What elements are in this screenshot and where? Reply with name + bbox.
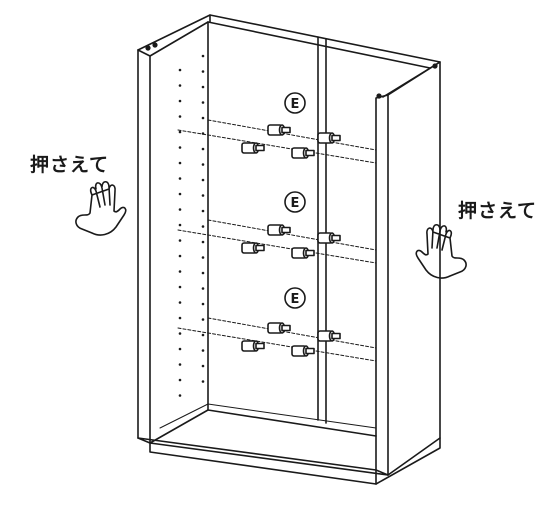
pin-hole (201, 225, 205, 228)
pin-hole (201, 194, 205, 197)
pin-hole (178, 115, 182, 118)
pin-hole (178, 285, 182, 289)
pin-hole (178, 363, 182, 366)
pin-hole (201, 209, 205, 213)
pin-hole (178, 254, 182, 258)
pin-hole (178, 177, 182, 180)
part-marker-3: E (284, 287, 306, 309)
pin-hole (178, 146, 182, 149)
pin-hole (201, 116, 205, 120)
pin-hole (201, 256, 205, 259)
pin-hole (178, 161, 182, 165)
cabinet-body (137, 14, 441, 485)
pin-hole (201, 333, 205, 337)
pin-hole (201, 240, 205, 244)
pin-hole (178, 394, 182, 397)
pin-hole (178, 99, 182, 103)
pin-hole (201, 302, 205, 306)
pin-hole (201, 101, 205, 104)
pin-hole (178, 347, 182, 351)
pin-hole (201, 349, 205, 352)
pin-hole (201, 147, 205, 151)
pin-hole (178, 270, 182, 273)
left-hand-icon (75, 180, 127, 236)
pin-hole (201, 271, 205, 275)
hardware-group-1 (177, 119, 377, 164)
pin-hole (201, 85, 205, 89)
press-instruction-left: 押さえて (30, 154, 110, 176)
pin-hole (201, 364, 205, 368)
svg-text:E: E (291, 97, 300, 112)
pin-hole (178, 378, 182, 382)
pin-hole (201, 287, 205, 290)
pin-hole (178, 130, 182, 134)
part-marker-2: E (284, 191, 306, 213)
pin-hole (178, 68, 182, 72)
pin-hole (201, 54, 205, 58)
part-marker-1: E (284, 92, 306, 114)
pin-hole (178, 332, 182, 335)
hardware-group-2 (177, 219, 377, 264)
pin-hole (178, 239, 182, 242)
pin-hole (201, 380, 205, 383)
press-instruction-right: 押さえて (458, 200, 538, 222)
svg-text:E: E (291, 196, 300, 211)
pin-hole (201, 70, 205, 73)
right-hand-icon (415, 223, 467, 279)
pin-hole (178, 223, 182, 227)
pin-hole (178, 316, 182, 320)
pin-hole (201, 178, 205, 182)
pin-hole (178, 84, 182, 87)
shelf-pin-holes (178, 54, 205, 397)
pin-hole (201, 163, 205, 166)
svg-text:E: E (291, 292, 300, 307)
pin-hole (201, 318, 205, 321)
pin-hole (178, 301, 182, 304)
pin-hole (178, 208, 182, 211)
hardware-group-3 (177, 317, 377, 362)
pin-hole (178, 192, 182, 196)
